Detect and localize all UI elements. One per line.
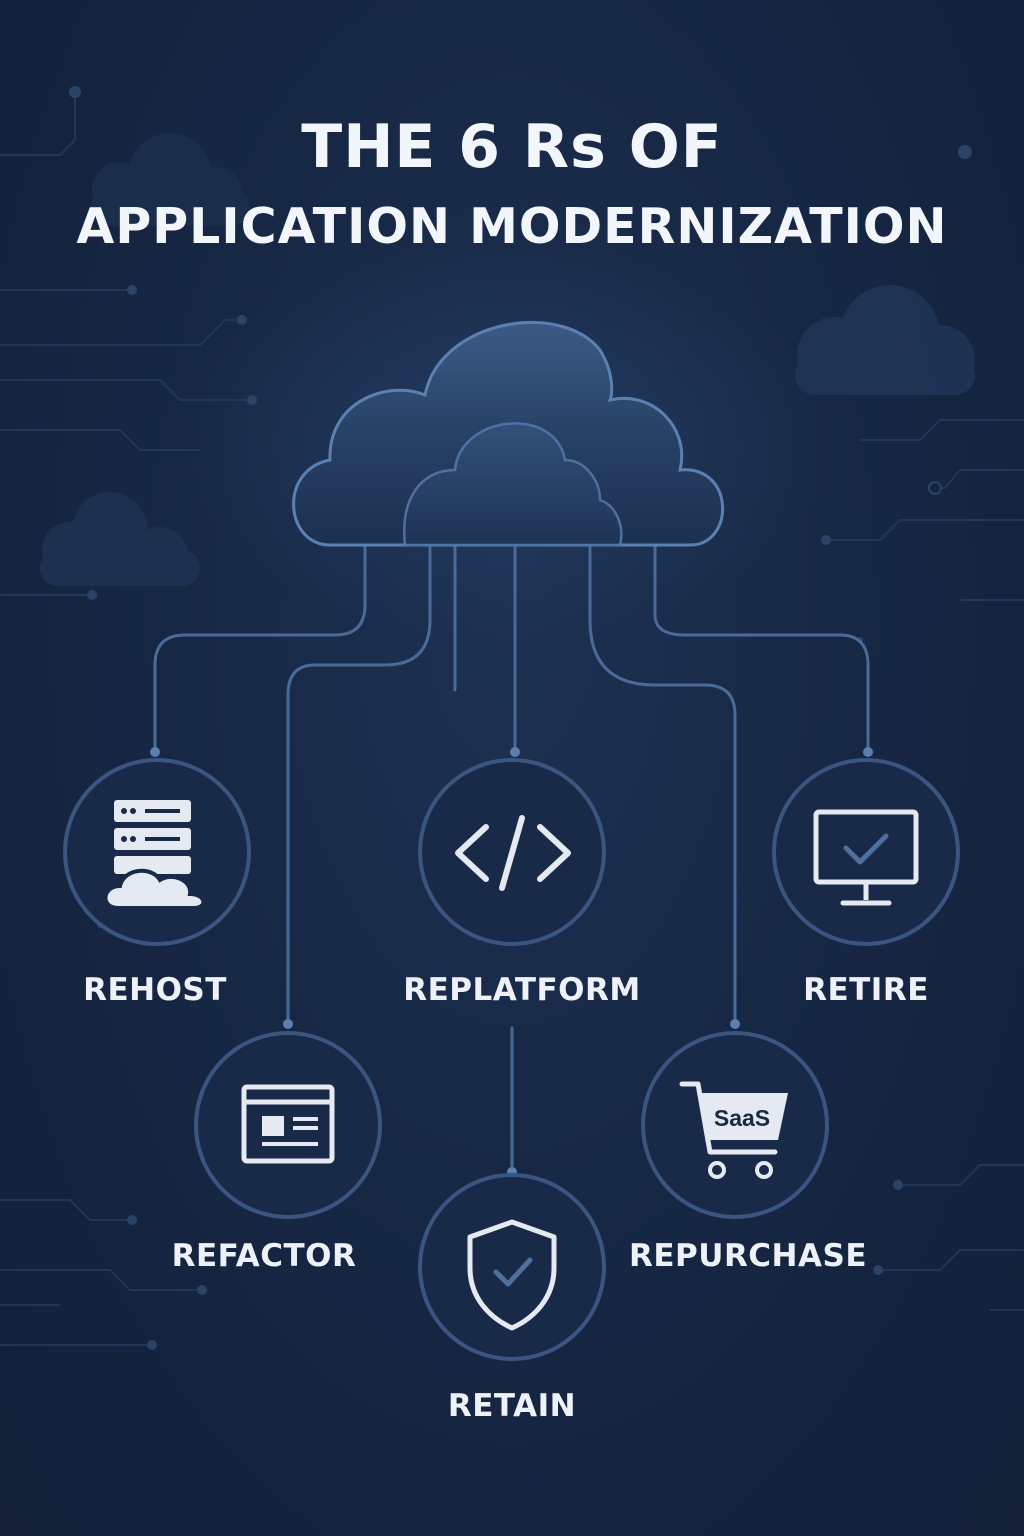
title-line-2: APPLICATION MODERNIZATION bbox=[76, 198, 948, 255]
code-brackets-icon bbox=[455, 815, 571, 891]
background-cloud-left bbox=[40, 492, 200, 586]
cloud-icon bbox=[292, 321, 724, 547]
node-retire[interactable] bbox=[772, 758, 960, 946]
background-cloud-top bbox=[90, 133, 250, 226]
window-layout-icon bbox=[241, 1084, 335, 1164]
label-retain: RETAIN bbox=[447, 1388, 577, 1424]
server-cloud-icon bbox=[103, 800, 206, 910]
node-refactor[interactable] bbox=[194, 1031, 382, 1219]
saas-text: SaaS bbox=[714, 1105, 770, 1131]
label-retire: RETIRE bbox=[803, 972, 929, 1008]
title-line-1: THE 6 Rs OF bbox=[301, 112, 723, 182]
node-retain[interactable] bbox=[418, 1173, 606, 1361]
circuit-decoration bbox=[0, 95, 1024, 1346]
saas-cart-icon: SaaS bbox=[679, 1081, 788, 1179]
label-replatform: REPLATFORM bbox=[403, 972, 641, 1008]
node-replatform[interactable] bbox=[418, 758, 606, 946]
node-repurchase[interactable]: SaaS bbox=[641, 1031, 829, 1219]
label-refactor: REFACTOR bbox=[171, 1238, 357, 1274]
label-repurchase: REPURCHASE bbox=[629, 1238, 867, 1274]
monitor-check-icon bbox=[813, 809, 919, 906]
label-rehost: REHOST bbox=[83, 972, 227, 1008]
node-rehost[interactable] bbox=[63, 758, 251, 946]
shield-check-icon bbox=[467, 1219, 557, 1331]
background-cloud-right bbox=[795, 285, 975, 395]
circuit-nodes bbox=[69, 86, 972, 1350]
